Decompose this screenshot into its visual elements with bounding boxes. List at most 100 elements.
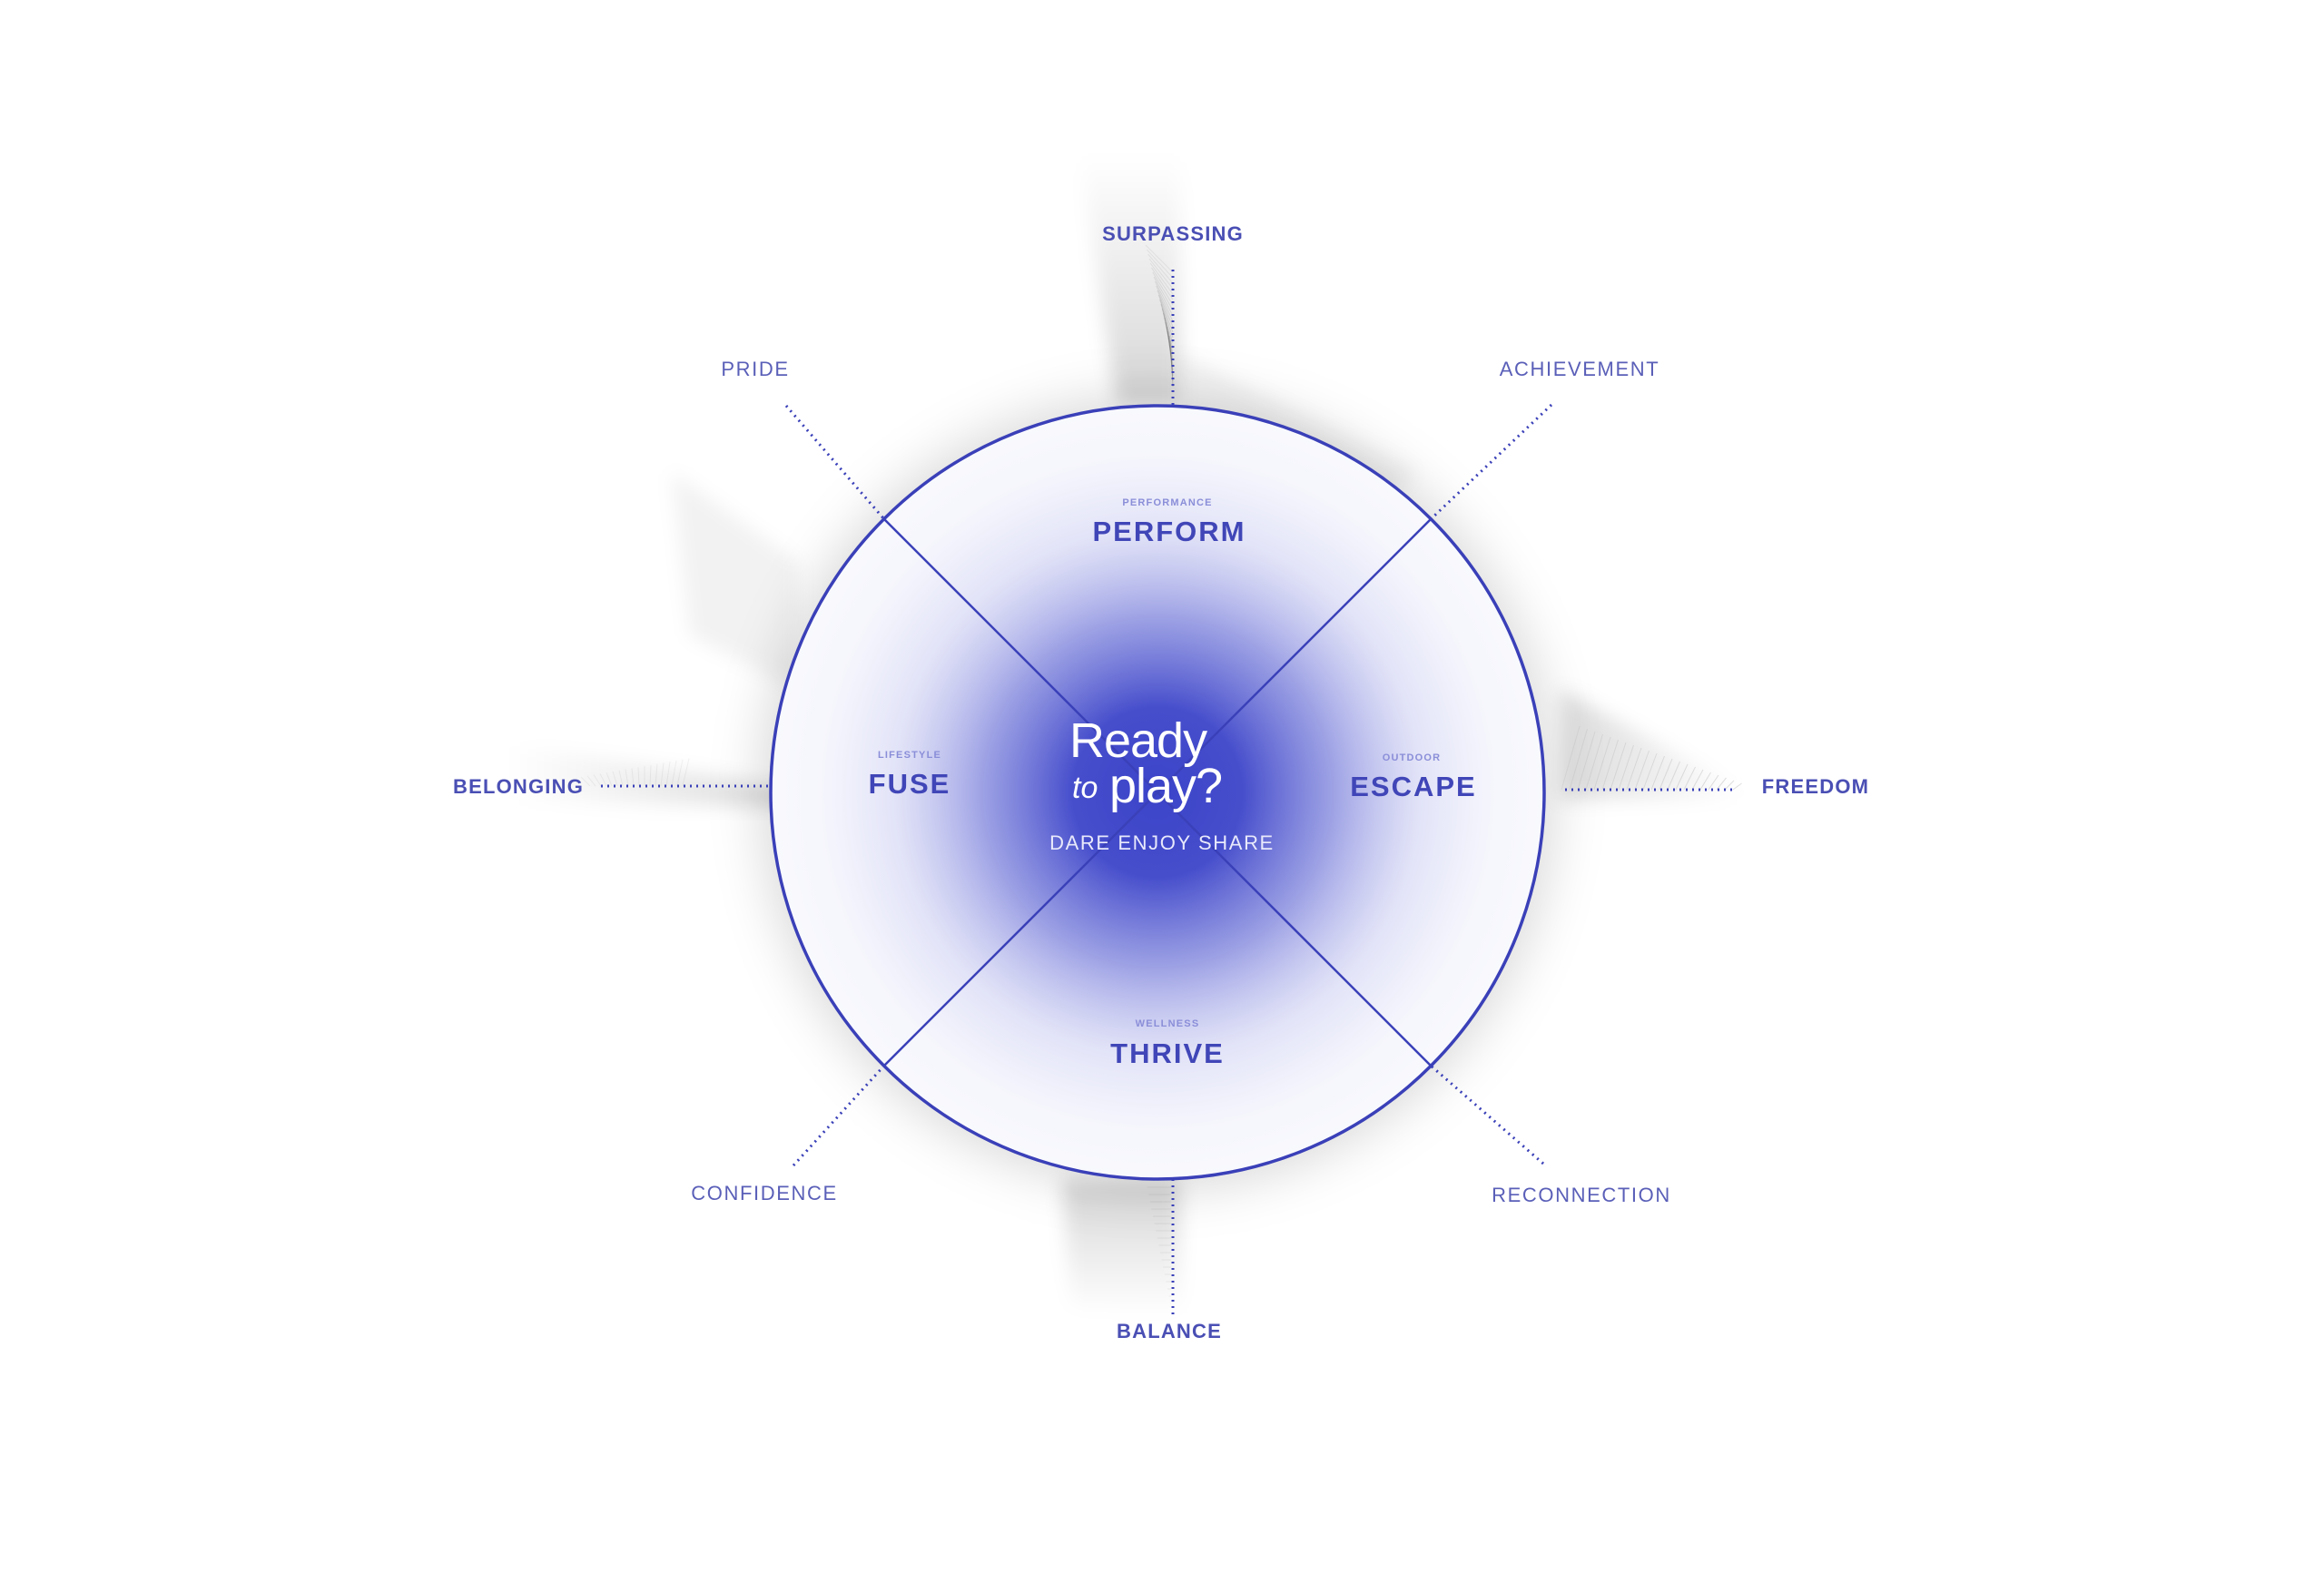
hatch-right — [1593, 736, 1611, 791]
hatch-right — [1618, 744, 1634, 791]
hatch-right — [1724, 780, 1735, 791]
hatch-left — [665, 762, 671, 787]
hatch-top — [1166, 326, 1174, 371]
axis-hatching — [580, 244, 1742, 1304]
connector-bottom-left — [792, 1065, 885, 1167]
hatch-top — [1156, 285, 1174, 322]
inner-diagonal-tr-bl — [882, 517, 1433, 1067]
hatch-top — [1157, 290, 1174, 328]
hatch-right — [1716, 777, 1727, 791]
center-tagline: DARE ENJOY SHARE — [1049, 831, 1275, 854]
axis-labels: SURPASSING BELONGING FREEDOM BALANCE — [453, 222, 1869, 1342]
hatch-top — [1151, 267, 1174, 300]
hatch-right — [1561, 725, 1581, 791]
hatch-right — [1569, 728, 1588, 791]
hatch-top — [1161, 308, 1174, 349]
sector-left-big: FUSE — [869, 768, 951, 800]
hatch-left — [618, 770, 624, 787]
hatch-top — [1163, 312, 1174, 355]
sector-bottom-small: WELLNESS — [1136, 1018, 1200, 1029]
hatch-right — [1626, 747, 1642, 791]
hatch-left — [660, 762, 665, 787]
hatch-top — [1148, 258, 1174, 290]
hatch-left — [625, 769, 629, 787]
dotted-connectors — [601, 270, 1737, 1314]
hatch-top — [1152, 271, 1174, 306]
hatch-right — [1683, 766, 1696, 791]
hatch-left — [676, 759, 684, 787]
diagonal-label-bottom-right: RECONNECTION — [1492, 1184, 1671, 1206]
connector-top-right — [1430, 403, 1553, 520]
sector-labels: PERFORMANCE PERFORM LIFESTYLE FUSE OUTDO… — [869, 497, 1476, 1069]
hatch-right — [1642, 752, 1658, 791]
center-title-ready: Ready — [1069, 713, 1207, 768]
hatch-top — [1159, 299, 1174, 339]
sector-top-small: PERFORMANCE — [1122, 497, 1212, 508]
hatch-top — [1153, 276, 1174, 311]
hatch-top — [1147, 253, 1174, 284]
hatch-left — [593, 774, 602, 787]
shadow-streak-left — [508, 744, 790, 808]
center-title-play: play? — [1109, 759, 1222, 813]
core-circle-outline — [769, 404, 1546, 1181]
hatch-right — [1585, 733, 1603, 791]
hatch-left — [649, 764, 652, 787]
diagonal-label-top-right: ACHIEVEMENT — [1500, 358, 1660, 380]
connector-bottom-right — [1430, 1065, 1544, 1165]
shadow-streak-bottom — [1062, 1180, 1180, 1316]
hatch-right — [1577, 731, 1596, 791]
hatch-top — [1165, 321, 1174, 366]
hatch-left — [637, 767, 640, 787]
hatch-top — [1167, 330, 1174, 377]
inner-diagonals — [882, 517, 1433, 1067]
hatch-top — [1157, 294, 1174, 333]
center-block: Ready to play? DARE ENJOY SHARE — [1049, 713, 1275, 854]
hatch-right — [1659, 758, 1673, 791]
hatch-right — [1601, 739, 1619, 791]
hatch-right — [1634, 750, 1649, 791]
hatch-left — [586, 775, 596, 787]
hatch-left — [612, 771, 618, 787]
hatch-right — [1667, 761, 1680, 791]
hatch-top — [1145, 244, 1174, 273]
shadow-streak-top — [1080, 154, 1180, 404]
hatch-right — [1691, 769, 1704, 791]
sector-top-big: PERFORM — [1093, 516, 1246, 547]
diagonal-label-top-left: PRIDE — [721, 358, 789, 380]
axis-label-bottom: BALANCE — [1117, 1320, 1222, 1342]
hatch-right — [1675, 763, 1689, 791]
hatch-left — [671, 760, 677, 787]
sector-right-small: OUTDOOR — [1383, 752, 1442, 763]
hatch-left — [606, 772, 613, 787]
sector-bottom-big: THRIVE — [1110, 1037, 1225, 1069]
diagonal-label-bottom-left: CONFIDENCE — [691, 1182, 837, 1204]
hatch-left — [682, 758, 690, 787]
shadow-streak-left-upper — [672, 472, 799, 690]
hatch-right — [1610, 742, 1627, 791]
hatch-right — [1732, 782, 1742, 791]
hatch-left — [599, 773, 607, 787]
axis-label-right: FREEDOM — [1762, 775, 1869, 798]
axis-label-top: SURPASSING — [1102, 222, 1244, 245]
hatch-left — [655, 763, 658, 787]
hatch-left — [631, 768, 635, 787]
hatch-right — [1708, 774, 1719, 791]
connector-top-left — [784, 405, 885, 520]
hatch-left — [580, 776, 591, 787]
hatch-top — [1168, 335, 1174, 382]
axis-label-left: BELONGING — [453, 775, 584, 798]
hatch-top — [1160, 303, 1174, 344]
hatch-right — [1699, 772, 1711, 791]
hatch-top — [1154, 280, 1174, 317]
center-title-to: to — [1072, 771, 1098, 805]
hatch-right — [1650, 755, 1665, 791]
diagonal-labels: PRIDE ACHIEVEMENT CONFIDENCE RECONNECTIO… — [691, 358, 1671, 1206]
shadow-streak-right — [1561, 690, 1743, 799]
sector-right-big: ESCAPE — [1350, 771, 1476, 802]
hatch-top — [1164, 317, 1174, 360]
sector-left-small: LIFESTYLE — [878, 750, 941, 761]
hatch-top — [1149, 262, 1174, 295]
hatch-top — [1146, 249, 1174, 279]
